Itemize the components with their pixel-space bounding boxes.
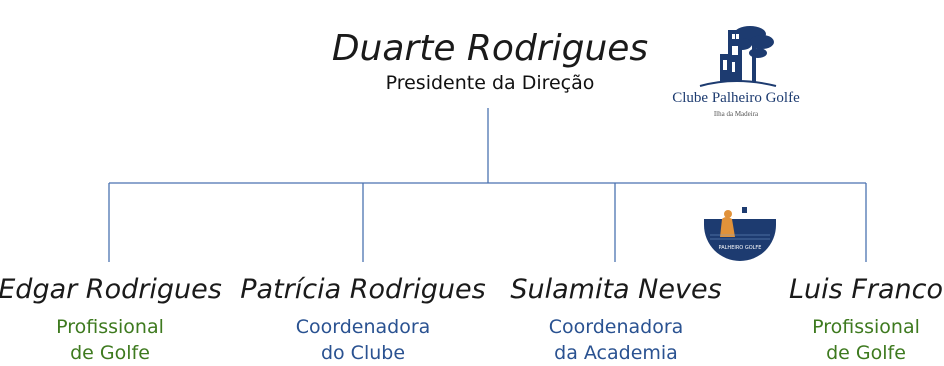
member-name-4: Luis Franco [789, 274, 943, 305]
golfer-icon [720, 210, 735, 237]
clube-palheiro-golfe-logo [699, 26, 777, 87]
club-logo-subtitle: Ilha da Madeira [713, 110, 759, 118]
badge-text: PALHEIRO GOLFE [719, 245, 762, 251]
member-role-2-line2: do Clube [320, 342, 406, 364]
member-role-4-line2: de Golfe [826, 342, 906, 364]
member-role-4: Profissional de Golfe [812, 314, 920, 366]
member-role-2-line1: Coordenadora [295, 316, 431, 338]
president-name: Duarte Rodrigues [331, 28, 649, 69]
member-name-1: Edgar Rodrigues [0, 274, 222, 305]
ground-curve [699, 80, 777, 87]
mini-building-icon [742, 207, 747, 213]
member-name-2: Patrícia Rodrigues [240, 274, 486, 305]
member-name-3: Sulamita Neves [510, 274, 722, 305]
member-role-3-line2: da Academia [554, 342, 678, 364]
member-role-1-line2: de Golfe [70, 342, 150, 364]
member-role-3: Coordenadora da Academia [549, 314, 684, 366]
member-role-2: Coordenadora do Clube [296, 314, 431, 366]
club-logo-name: Clube Palheiro Golfe [672, 90, 800, 106]
member-role-4-line1: Profissional [812, 316, 920, 338]
academy-badge-logo: PALHEIRO GOLFE [704, 205, 776, 261]
president-title: Presidente da Direção [385, 72, 595, 94]
building-icon [720, 30, 742, 82]
member-role-1-line1: Profissional [56, 316, 164, 338]
member-role-1: Profissional de Golfe [56, 314, 164, 366]
member-role-3-line1: Coordenadora [548, 316, 684, 338]
